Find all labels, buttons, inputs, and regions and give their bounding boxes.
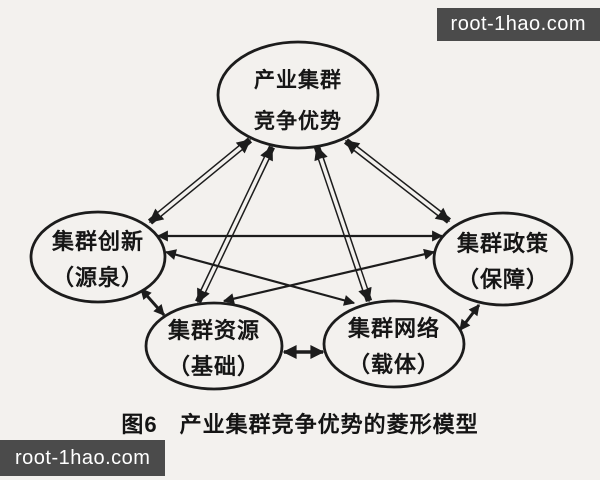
node-left: 集群创新 （源泉） bbox=[29, 210, 167, 304]
watermark-bottom-left: root-1hao.com bbox=[0, 440, 166, 476]
arrow-left-bottomleft bbox=[139, 288, 166, 316]
arrow-top-left bbox=[147, 137, 253, 225]
arrow-top-right bbox=[344, 138, 451, 224]
figure-caption-number: 图6 bbox=[121, 412, 158, 437]
node-top-line2: 竞争优势 bbox=[254, 109, 342, 133]
figure-caption-title: 产业集群竞争优势的菱形模型 bbox=[179, 412, 479, 437]
node-left-line1: 集群创新 bbox=[51, 229, 144, 254]
figure-caption: 图6 产业集群竞争优势的菱形模型 bbox=[0, 407, 600, 439]
node-right-line1: 集群政策 bbox=[456, 231, 549, 256]
node-bottom-left: 集群资源 （基础） bbox=[144, 301, 284, 391]
node-bottom-left-line1: 集群资源 bbox=[167, 318, 260, 343]
watermark-top-right: root-1hao.com bbox=[436, 8, 600, 41]
node-bottom-right-line1: 集群网络 bbox=[347, 316, 440, 341]
node-bottom-left-line2: （基础） bbox=[168, 354, 260, 379]
node-top: 产业集群 竞争优势 bbox=[216, 40, 380, 150]
node-bottom-right: 集群网络 （载体） bbox=[322, 299, 466, 389]
node-right: 集群政策 （保障） bbox=[432, 211, 574, 307]
node-top-line1: 产业集群 bbox=[254, 68, 342, 92]
node-left-line2: （源泉） bbox=[52, 265, 144, 290]
node-right-line2: （保障） bbox=[457, 267, 549, 292]
arrow-right-bottomright bbox=[458, 304, 481, 331]
arrow-bottomleft-right bbox=[222, 248, 436, 305]
node-bottom-right-line2: （载体） bbox=[348, 352, 440, 377]
